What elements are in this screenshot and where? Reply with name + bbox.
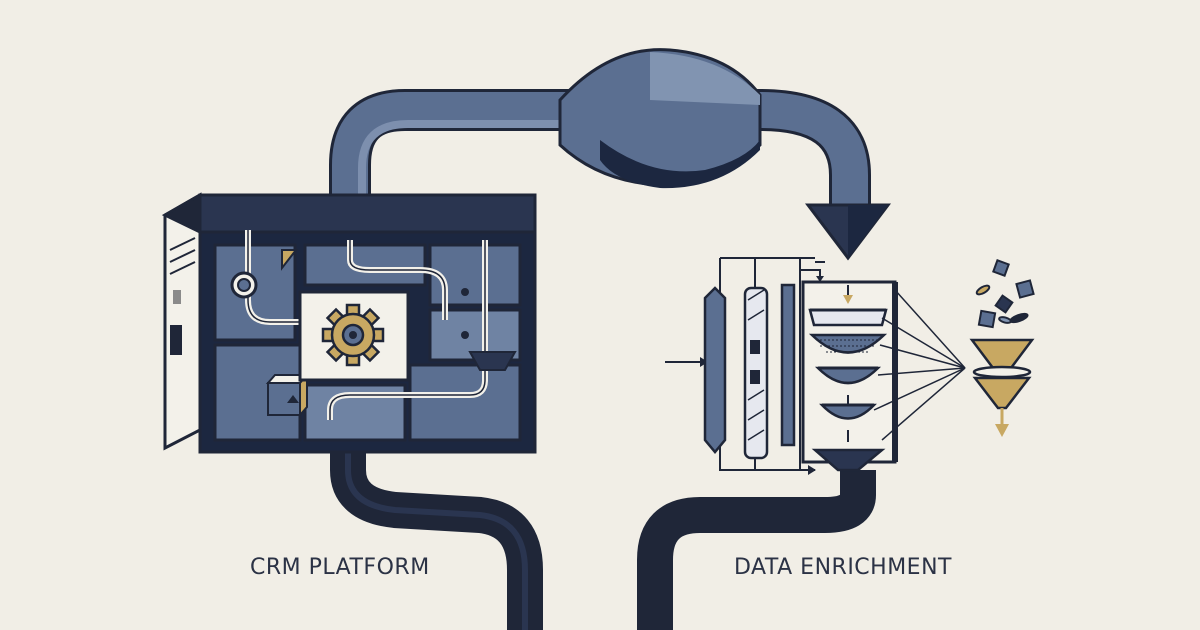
- input-column: [703, 286, 727, 454]
- crm-side-panel: [163, 192, 202, 451]
- filter-layers-icon: [808, 308, 888, 472]
- funnel-icon: [969, 338, 1035, 437]
- data-cube-icon: [975, 259, 1035, 329]
- crm-output-pipe: [330, 440, 543, 630]
- pipe-bulge-light: [650, 52, 760, 105]
- crm-output-pipe-highlight: [345, 440, 528, 630]
- enrichment-frame: [719, 257, 815, 471]
- transfer-pipe-shine: [358, 120, 760, 225]
- crm-side-slot: [173, 290, 181, 304]
- enrichment-machine: [665, 257, 966, 475]
- lower-pipes: [330, 440, 876, 630]
- crm-platform-label: CRM PLATFORM: [250, 555, 430, 580]
- enrichment-output-pipe: [637, 470, 876, 630]
- output-column: [780, 283, 796, 447]
- pipe-bulge-shadow: [600, 140, 760, 189]
- crm-top-bevel: [198, 193, 537, 234]
- data-enrichment-label: DATA ENRICHMENT: [734, 555, 952, 580]
- crm-platform-machine: [161, 192, 537, 454]
- upper-pipe: [329, 48, 892, 261]
- crm-side-port: [170, 325, 182, 355]
- crm-hopper: [468, 351, 517, 371]
- crm-gold-wedge: [281, 249, 299, 271]
- gear-icon: [321, 303, 385, 367]
- enrichment-ray-lines: [873, 289, 966, 441]
